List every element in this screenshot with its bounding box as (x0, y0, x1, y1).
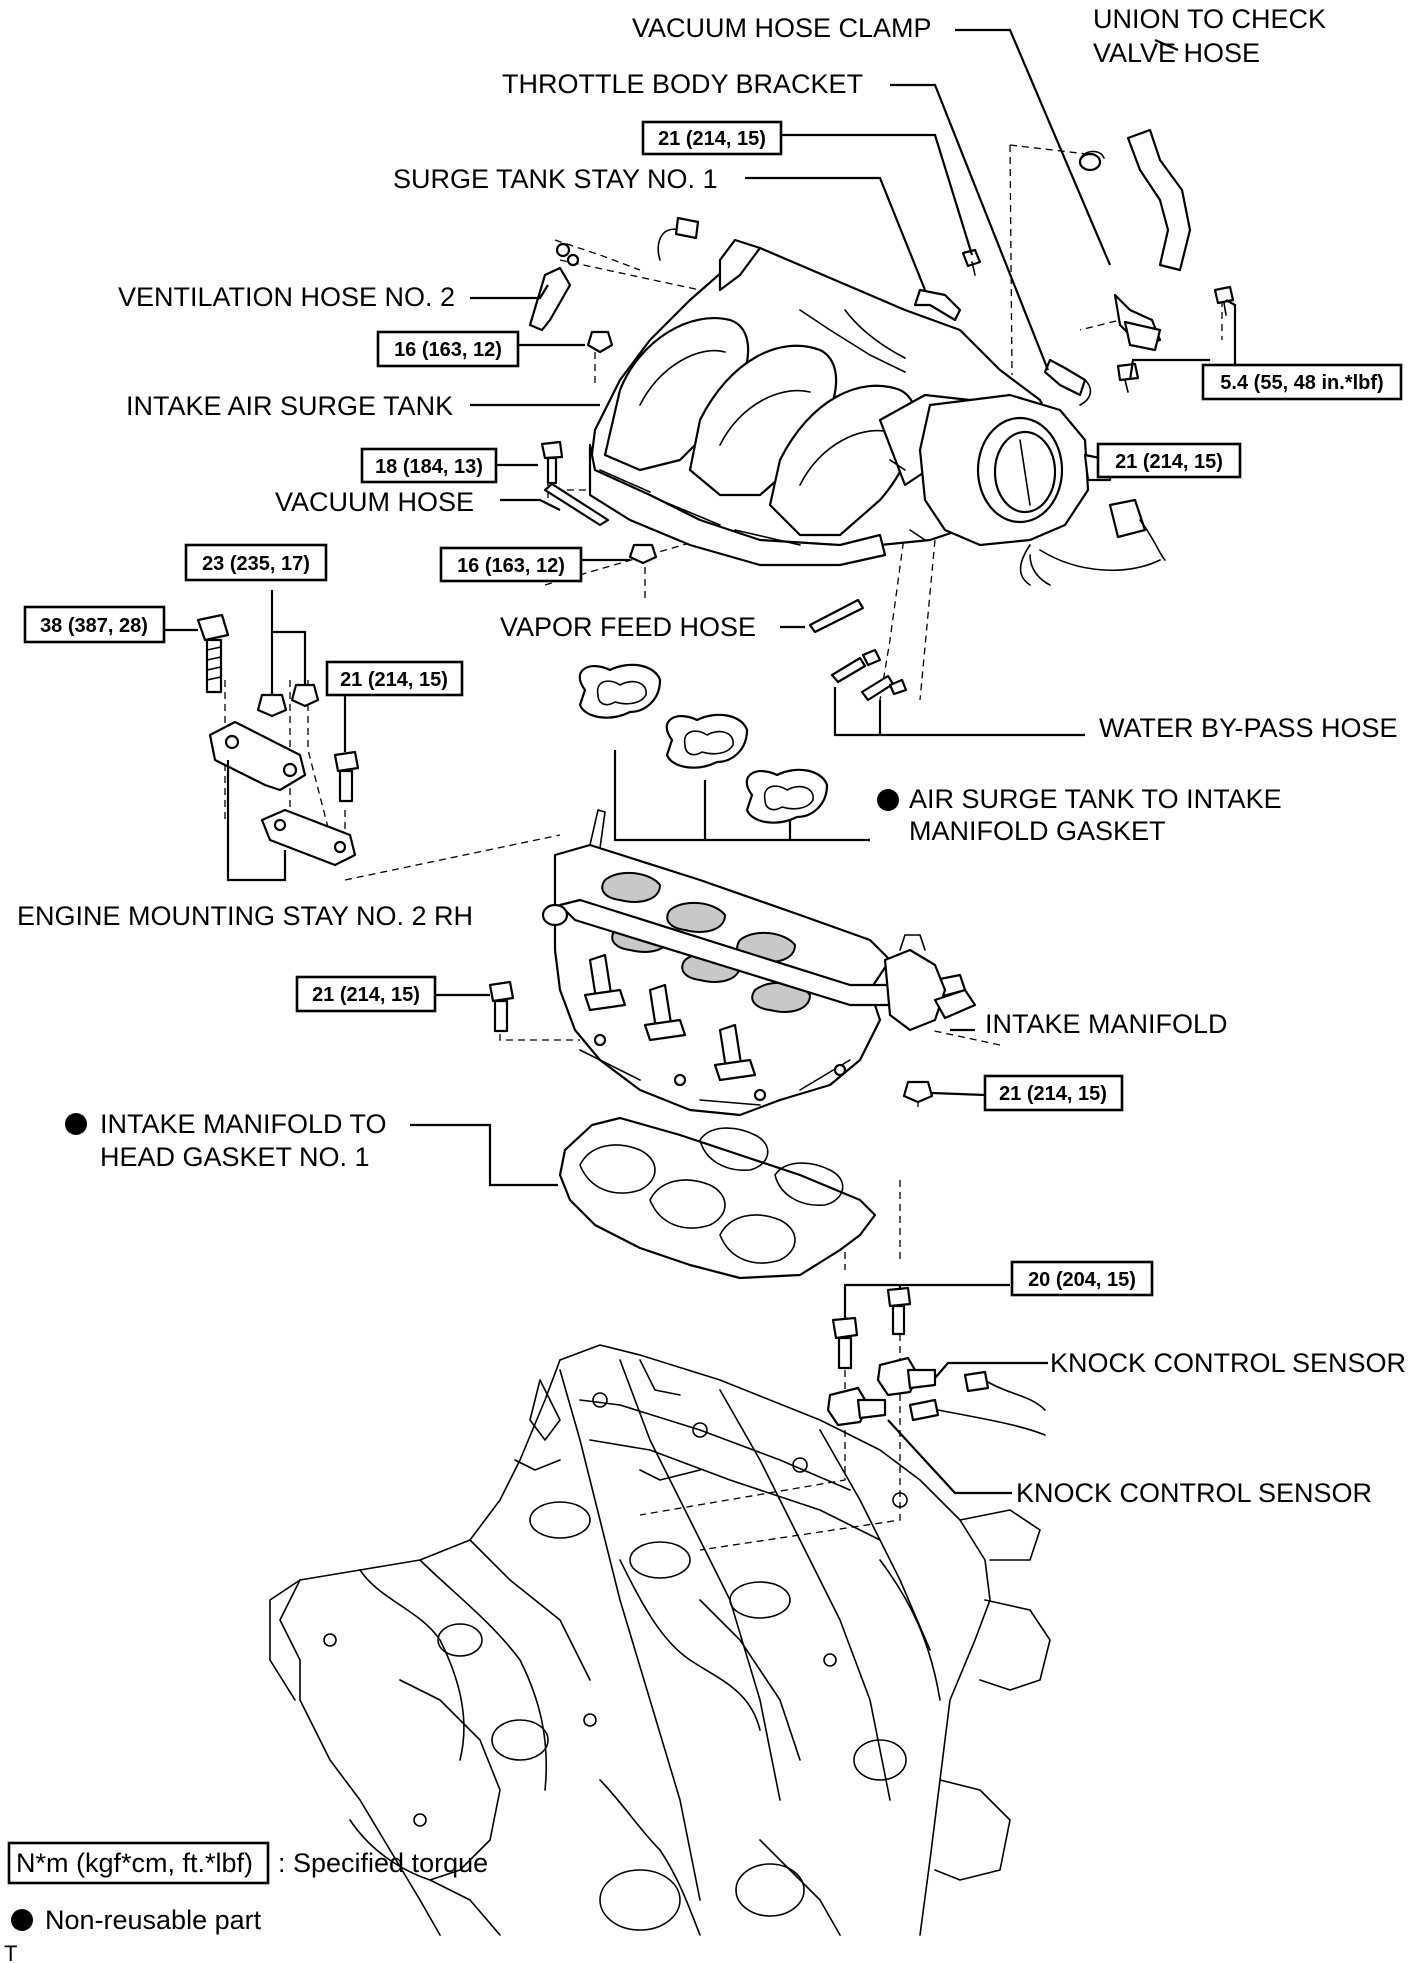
bolts-and-nuts (196, 248, 1235, 1370)
part-labels: VACUUM HOSE CLAMP UNION TO CHECK VALVE H… (17, 4, 1406, 1508)
label-union-line-1: UNION TO CHECK (1093, 4, 1326, 34)
hoses-and-fittings (528, 128, 1192, 702)
torque-box-23 (184, 543, 328, 582)
label-union-line-2: VALVE HOSE (1093, 38, 1260, 68)
torque-16-lower: 16 (163, 12) (457, 555, 565, 577)
torque-box-21-manifold-right (983, 1074, 1124, 1112)
torque-23: 23 (235, 17) (202, 553, 310, 575)
torque-box-38 (23, 605, 166, 644)
label-head-gasket-line-2: HEAD GASKET NO. 1 (100, 1142, 370, 1172)
torque-box-20-knock (1010, 1260, 1154, 1297)
torque-specs: 21 (214, 15) 16 (163, 12) 5.4 (55, 48 in… (23, 120, 1403, 1297)
torque-box-16-lower (439, 546, 583, 583)
torque-16-upper: 16 (163, 12) (394, 339, 502, 361)
throttle-body (918, 393, 1166, 586)
torque-box-5-4 (1201, 363, 1403, 401)
legend-nonreusable-bullet (11, 1909, 33, 1931)
torque-box-21-throttle (1096, 442, 1242, 479)
nonreusable-bullet-surge-gasket (877, 789, 899, 811)
torque-box-16-upper (376, 330, 520, 368)
torque-20-knock: 20 (204, 15) (1028, 1269, 1136, 1291)
legend-torque-box (7, 1841, 270, 1885)
torque-21-manifold-left: 21 (214, 15) (312, 984, 420, 1006)
label-surge-tank-stay: SURGE TANK STAY NO. 1 (393, 164, 718, 194)
leader-lines (165, 28, 1237, 1495)
torque-21-stay: 21 (214, 15) (340, 669, 448, 691)
label-intake-air-surge-tank: INTAKE AIR SURGE TANK (126, 391, 453, 421)
label-head-gasket-line-1: INTAKE MANIFOLD TO (100, 1109, 387, 1139)
torque-21-top: 21 (214, 15) (658, 128, 766, 150)
label-knock-sensor-upper: KNOCK CONTROL SENSOR (1050, 1348, 1406, 1378)
knock-sensors (826, 1356, 1046, 1436)
torque-box-21-top (641, 120, 783, 156)
label-intake-manifold: INTAKE MANIFOLD (985, 1009, 1228, 1039)
legend-nonreusable-text: Non-reusable part (45, 1905, 262, 1935)
label-engine-mounting-stay: ENGINE MOUNTING STAY NO. 2 RH (17, 901, 473, 931)
label-surge-gasket-line-1: AIR SURGE TANK TO INTAKE (909, 784, 1282, 814)
label-vapor-feed-hose: VAPOR FEED HOSE (500, 612, 756, 642)
label-knock-sensor-lower: KNOCK CONTROL SENSOR (1016, 1478, 1372, 1508)
legend-torque-text: : Specified torque (278, 1848, 488, 1878)
intake-manifold (541, 809, 977, 1117)
legend: N*m (kgf*cm, ft.*lbf) : Specified torque… (4, 1841, 488, 1963)
label-ventilation-hose: VENTILATION HOSE NO. 2 (118, 282, 455, 312)
torque-box-21-stay (325, 660, 464, 697)
label-surge-gasket-line-2: MANIFOLD GASKET (909, 816, 1166, 846)
label-vacuum-hose-clamp: VACUUM HOSE CLAMP (632, 13, 932, 43)
label-throttle-body-bracket: THROTTLE BODY BRACKET (502, 69, 863, 99)
torque-21-throttle: 21 (214, 15) (1115, 451, 1223, 473)
legend-torque-unit: N*m (kgf*cm, ft.*lbf) (16, 1848, 253, 1878)
corner-mark: T (4, 1941, 17, 1963)
torque-5-4: 5.4 (55, 48 in.*lbf) (1220, 372, 1383, 394)
torque-box-21-manifold-left (295, 975, 437, 1013)
label-water-bypass-hose: WATER BY-PASS HOSE (1099, 713, 1398, 743)
torque-38: 38 (387, 28) (40, 615, 148, 637)
surge-tank-gaskets (578, 663, 829, 824)
torque-18: 18 (184, 13) (375, 456, 483, 478)
label-vacuum-hose: VACUUM HOSE (275, 487, 474, 517)
torque-box-18 (360, 447, 498, 484)
head-gasket (558, 1116, 877, 1280)
torque-21-manifold-right: 21 (214, 15) (999, 1083, 1107, 1105)
nonreusable-bullet-head-gasket (65, 1113, 87, 1135)
engine-mounting-stay (208, 720, 357, 867)
engine-block (269, 1344, 1051, 1936)
